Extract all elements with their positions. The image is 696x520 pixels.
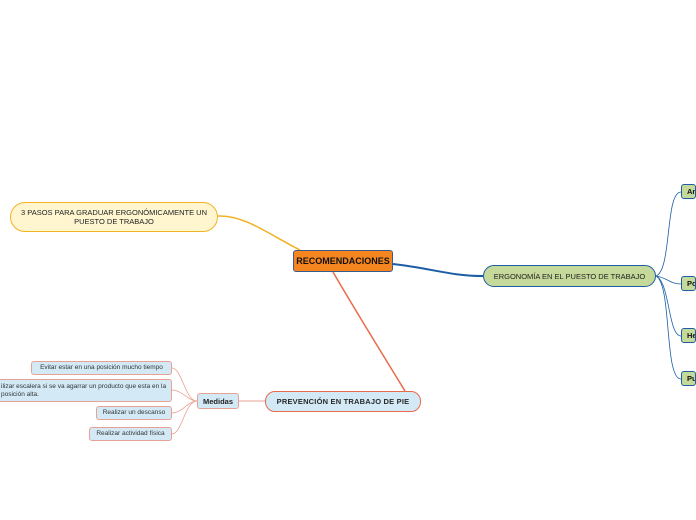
medida-item[interactable]: Realizar un descanso [96,406,172,420]
topic-ergonomia[interactable]: ERGONOMÍA EN EL PUESTO DE TRABAJO [483,265,656,287]
edge-medidas-leaf2 [171,389,198,402]
edge-central-pasos [217,215,301,251]
topic-prevencion-label: PREVENCIÓN EN TRABAJO DE PIE [276,397,410,406]
topic-pasos-label: 3 PASOS PARA GRADUAR ERGONÓMICAMENTE UN … [21,208,208,226]
edge-central-ergo [392,263,484,277]
topic-prevencion[interactable]: PREVENCIÓN EN TRABAJO DE PIE [265,391,421,412]
medida-item[interactable]: ilizar escalera si se va agarrar un prod… [0,379,172,402]
subtopic-po-label: Po [687,279,696,288]
subtopic-an[interactable]: An [681,184,696,199]
edge-ergo-r3 [655,275,682,337]
edge-ergo-r1 [655,191,682,277]
medida-item[interactable]: Realizar actividad física [89,427,172,441]
subtopic-an-label: An [687,187,696,196]
subtopic-pu-label: Pu [687,374,696,383]
medida-item-label: ilizar escalera si se va agarrar un prod… [1,382,167,398]
subtopic-he[interactable]: He [681,328,696,343]
medida-item-label: Realizar actividad física [96,430,165,437]
medida-item-label: Evitar estar en una posición mucho tiemp… [40,364,163,371]
edge-ergo-r2 [655,275,682,285]
subtopic-medidas[interactable]: Medidas [197,393,239,409]
topic-ergonomia-label: ERGONOMÍA EN EL PUESTO DE TRABAJO [493,271,646,281]
edge-medidas-leaf1 [171,367,198,402]
subtopic-he-label: He [687,331,696,340]
topic-pasos[interactable]: 3 PASOS PARA GRADUAR ERGONÓMICAMENTE UN … [10,202,218,232]
edge-medidas-leaf3 [171,400,198,414]
edge-medidas-leaf4 [171,400,198,435]
edge-central-prev [332,271,406,392]
edge-ergo-r4 [655,275,682,380]
subtopic-po[interactable]: Po [681,276,696,291]
central-topic[interactable]: RECOMENDACIONES [293,250,393,272]
central-topic-label: RECOMENDACIONES [296,256,390,266]
medida-item-label: Realizar un descanso [102,409,166,416]
subtopic-medidas-label: Medidas [202,396,233,406]
medida-item[interactable]: Evitar estar en una posición mucho tiemp… [31,361,172,375]
subtopic-pu[interactable]: Pu [681,371,696,386]
